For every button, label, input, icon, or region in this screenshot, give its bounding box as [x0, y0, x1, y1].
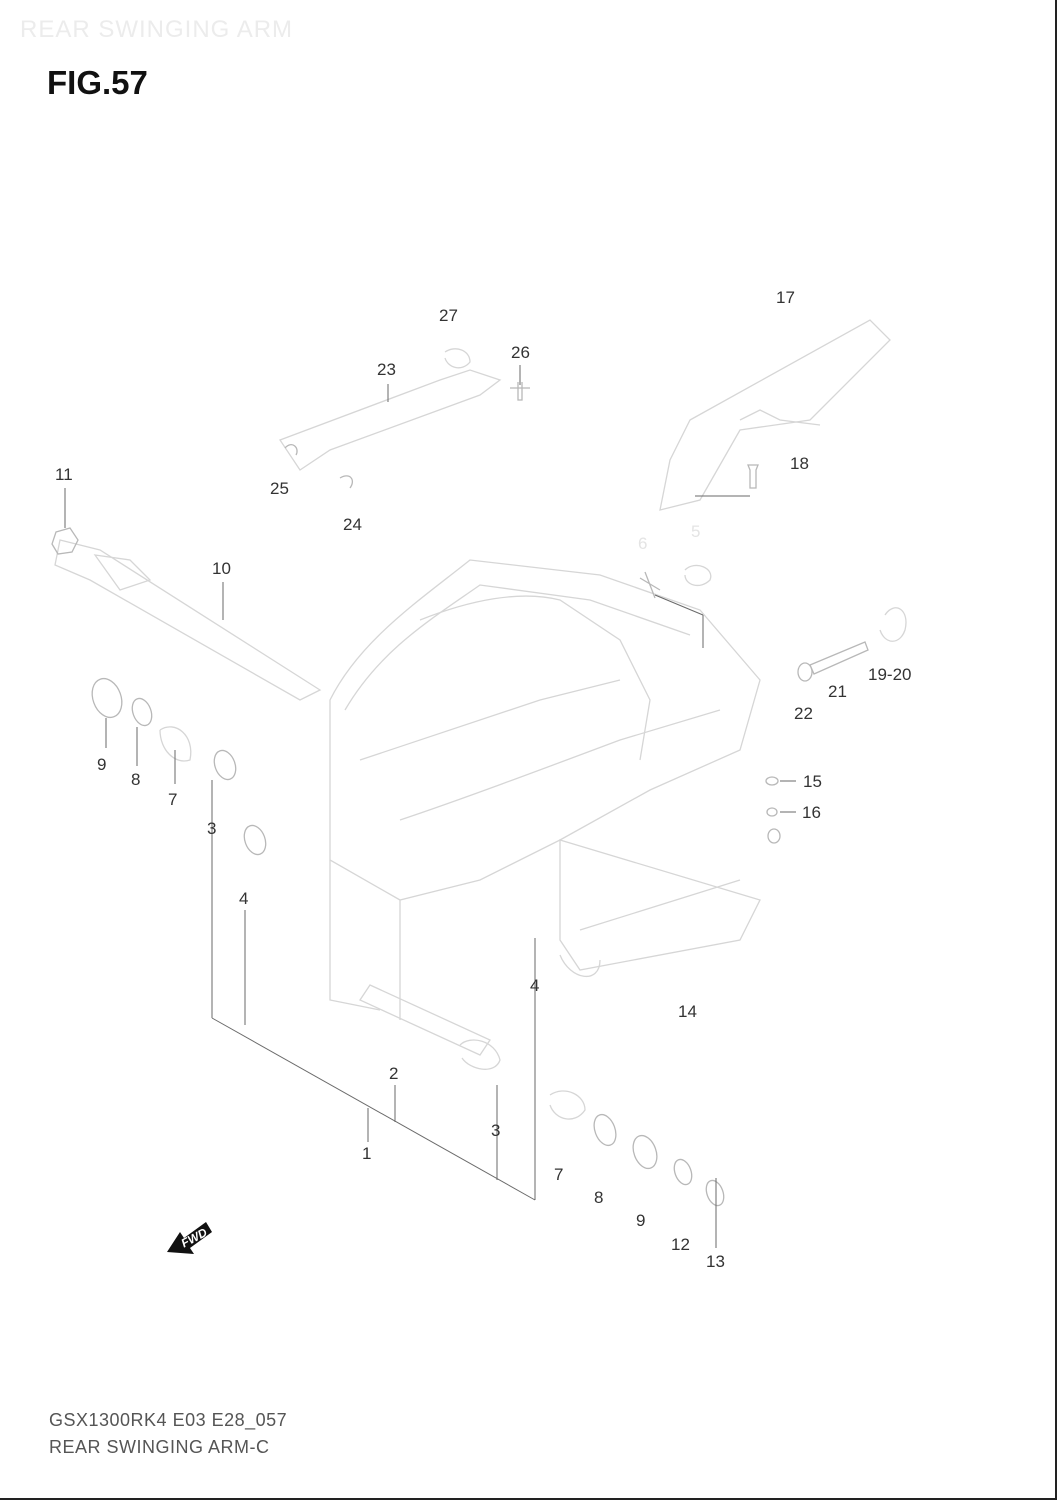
callout-10: 10 — [212, 559, 231, 578]
callout-21: 21 — [828, 682, 847, 701]
callout-18: 18 — [790, 454, 809, 473]
callout-7-left: 7 — [168, 790, 177, 809]
callout-9-left: 9 — [97, 755, 106, 774]
figure-number: FIG.57 — [47, 64, 148, 101]
callout-25: 25 — [270, 479, 289, 498]
callout-15: 15 — [803, 772, 822, 791]
callout-3-right: 3 — [491, 1121, 500, 1140]
callout-labels: 27 26 23 17 18 25 24 11 10 5 6 19-20 21 … — [55, 288, 911, 1271]
callout-19-20: 19-20 — [868, 665, 911, 684]
callout-27: 27 — [439, 306, 458, 325]
callout-11: 11 — [55, 465, 73, 484]
callout-7-right: 7 — [554, 1165, 563, 1184]
callout-1: 1 — [362, 1144, 371, 1163]
callout-2: 2 — [389, 1064, 398, 1083]
callout-4-right: 4 — [530, 976, 539, 995]
callout-22: 22 — [794, 704, 813, 723]
callout-14: 14 — [678, 1002, 697, 1021]
callout-12: 12 — [671, 1235, 690, 1254]
callout-6: 6 — [638, 534, 647, 553]
callout-23: 23 — [377, 360, 396, 379]
callout-3-left: 3 — [207, 819, 216, 838]
callout-5: 5 — [691, 522, 700, 541]
part-artwork — [51, 319, 907, 1207]
leader-lines — [64, 365, 796, 1248]
callout-24: 24 — [343, 515, 362, 534]
callout-16: 16 — [802, 803, 821, 822]
fwd-arrow-icon: FWD — [167, 1222, 212, 1254]
callout-13: 13 — [706, 1252, 725, 1271]
faint-section-title: REAR SWINGING ARM — [20, 16, 294, 43]
drawing-code: GSX1300RK4 E03 E28_057 — [49, 1410, 288, 1430]
callout-8-right: 8 — [594, 1188, 603, 1207]
callout-17: 17 — [776, 288, 795, 307]
callout-8-left: 8 — [131, 770, 140, 789]
callout-26: 26 — [511, 343, 530, 362]
callout-4-left: 4 — [239, 889, 248, 908]
callout-9-right: 9 — [636, 1211, 645, 1230]
drawing-name: REAR SWINGING ARM-C — [49, 1437, 270, 1457]
